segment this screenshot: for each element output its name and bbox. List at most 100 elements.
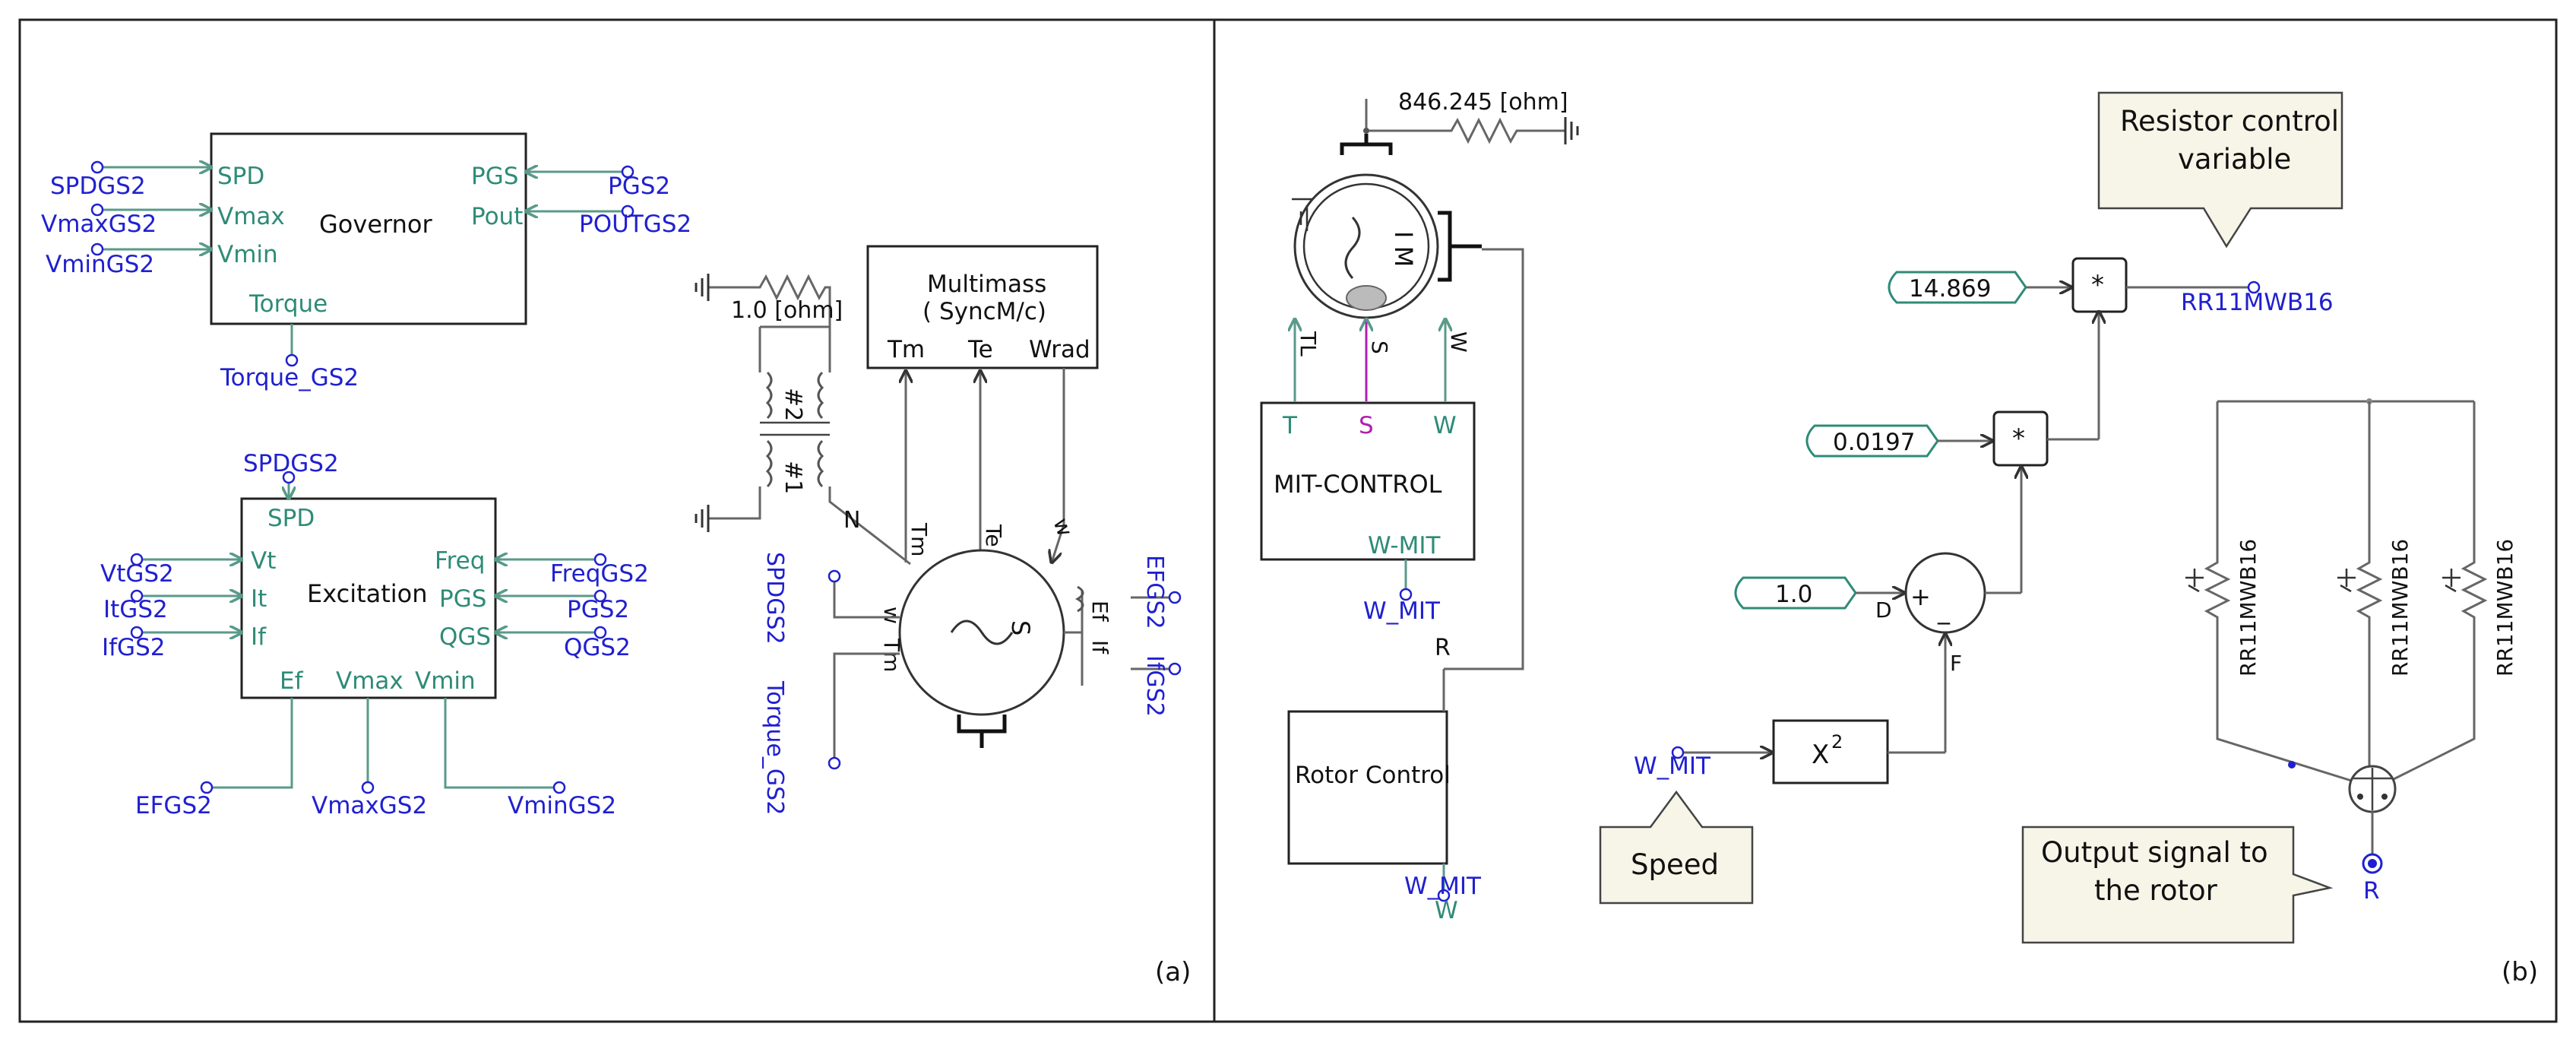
motor-port-tl: TL <box>1296 331 1321 357</box>
callout-resistor-control-line2: variable <box>2178 143 2291 176</box>
machine-port-w: w <box>879 607 904 624</box>
callout-resistor-control-line1: Resistor control <box>2120 105 2339 138</box>
multiplier-1-symbol: * <box>2091 270 2104 300</box>
governor-title: Governor <box>319 210 432 239</box>
governor-port-pout: Pout <box>471 203 523 230</box>
multimass-port-wrad: Wrad <box>1029 336 1090 363</box>
signal-spdgs2: SPDGS2 <box>50 173 146 200</box>
signal-qgs2: QGS2 <box>564 634 631 661</box>
induction-motor[interactable]: I M <box>1292 134 1482 319</box>
rotor-control-block[interactable]: Rotor Control <box>1287 710 1451 865</box>
rotor-control-title: Rotor Control <box>1295 762 1451 789</box>
neutral-label: N <box>843 507 860 534</box>
summing-junction[interactable]: + _ <box>1904 552 1986 634</box>
constant-00197[interactable]: 0.0197 <box>1805 424 1939 458</box>
constant-14869[interactable]: 14.869 <box>1888 271 2027 304</box>
motor-port-s: S <box>1367 341 1392 354</box>
signal-poutgs2: POUTGS2 <box>579 211 691 238</box>
excitation-port-it: It <box>251 585 267 613</box>
mit-port-t: T <box>1282 412 1298 439</box>
excitation-port-qgs: QGS <box>439 623 491 651</box>
signal-vtgs2: VtGS2 <box>100 560 174 588</box>
transformer[interactable]: #2 #1 N <box>695 325 911 566</box>
mit-control-block[interactable]: T S W MIT-CONTROL W-MIT <box>1260 401 1476 561</box>
panel-a: Governor SPD Vmax Vmin PGS Pout Torque S… <box>41 132 1191 987</box>
signal-efgs2-machine: EFGS2 <box>1141 555 1168 629</box>
callout-resistor-control: Resistor control variable <box>2097 91 2343 249</box>
rotor-connector[interactable] <box>2348 765 2397 813</box>
transformer-label-2: #2 <box>780 388 806 421</box>
signal-pgs2: PGS2 <box>608 173 670 200</box>
excitation-port-vmin: Vmin <box>415 667 476 695</box>
machine-symbol: S <box>1006 620 1035 635</box>
signal-freqgs2: FreqGS2 <box>550 560 649 588</box>
excitation-block[interactable]: Excitation SPD Vt It If Freq PGS QGS Ef … <box>240 497 497 699</box>
variable-resistor-2[interactable]: RR11MWB16 <box>2337 401 2413 768</box>
panel-b-label: (b) <box>2502 957 2538 987</box>
variable-resistor-3[interactable]: RR11MWB16 <box>2385 401 2517 784</box>
machine-label-tm: Tm <box>907 522 932 556</box>
signal-w-mit-1: W_MIT <box>1363 597 1441 625</box>
multimass-subtitle: ( SyncM/c) <box>922 298 1046 325</box>
ground-resistor[interactable]: 1.0 [ohm] <box>695 274 843 327</box>
mit-control-title: MIT-CONTROL <box>1274 470 1442 499</box>
field-label-if: If <box>1087 640 1112 654</box>
governor-port-vmax: Vmax <box>217 203 285 230</box>
summer-port-f: F <box>1950 651 1962 676</box>
motor-port-w: W <box>1446 331 1471 353</box>
signal-ifgs2: IfGS2 <box>102 634 165 661</box>
excitation-port-vmax: Vmax <box>336 667 403 695</box>
multiplier-2[interactable]: * <box>1992 410 2049 467</box>
callout-output: Output signal to the rotor <box>2021 826 2334 944</box>
multimass-title: Multimass <box>927 271 1046 298</box>
mit-port-wmit: W-MIT <box>1368 532 1441 559</box>
multimass-block[interactable]: Multimass ( SyncM/c) Tm Te Wrad <box>866 245 1099 369</box>
signal-efgs2: EFGS2 <box>135 792 212 819</box>
summer-port-d: D <box>1875 597 1892 623</box>
signal-vmaxgs2: VmaxGS2 <box>41 211 157 238</box>
resistor-1ohm-label: 1.0 [ohm] <box>731 297 843 324</box>
signal-w-mit-speed: W_MIT <box>1634 753 1711 780</box>
signal-torque-gs2-machine: Torque_GS2 <box>761 680 788 815</box>
variable-resistor-1[interactable]: RR11MWB16 <box>2185 401 2359 784</box>
constant-1-value: 1.0 <box>1775 581 1812 608</box>
outer-frame <box>18 18 2558 1023</box>
resistor-3-label: RR11MWB16 <box>2492 539 2517 677</box>
square-block[interactable]: X 2 <box>1772 719 1889 784</box>
constant-1[interactable]: 1.0 <box>1734 576 1857 610</box>
transformer-label-1: #1 <box>780 461 806 494</box>
signal-rr11mwb16-out: RR11MWB16 <box>2181 289 2334 316</box>
signal-spdgs2-exc: SPDGS2 <box>243 450 339 477</box>
multiplier-1[interactable]: * <box>2071 257 2128 313</box>
governor-port-torque: Torque <box>248 290 328 318</box>
governor-port-spd: SPD <box>217 163 264 190</box>
signal-torque-gs2: Torque_GS2 <box>220 364 359 391</box>
signal-pgs2-exc: PGS2 <box>567 596 629 623</box>
panel-b: 846.245 [ohm] I M R TL S W T S W MIT-CON… <box>1260 89 2538 987</box>
governor-block[interactable]: Governor SPD Vmax Vmin PGS Pout Torque <box>210 132 527 325</box>
callout-speed-text: Speed <box>1631 848 1719 881</box>
excitation-port-spd: SPD <box>267 505 315 532</box>
rotor-output-label: R <box>2363 877 2380 905</box>
excitation-port-pgs: PGS <box>439 585 486 613</box>
signal-vmings2-exc: VminGS2 <box>508 792 616 819</box>
panel-a-label: (a) <box>1155 957 1191 987</box>
machine-label-w: w <box>1048 515 1078 540</box>
signal-itgs2: ItGS2 <box>103 596 168 623</box>
callout-speed: Speed <box>1599 790 1754 905</box>
signal-w-mit-2: W_MIT <box>1404 873 1482 900</box>
mit-port-w: W <box>1433 412 1457 439</box>
signal-vmings2: VminGS2 <box>46 251 154 278</box>
synchronous-machine[interactable]: S Tm Te w w Tm <box>879 515 1078 748</box>
signal-spdgs2-machine: SPDGS2 <box>761 552 788 645</box>
excitation-port-vt: Vt <box>251 547 276 575</box>
resistor-846-label: 846.245 [ohm] <box>1398 89 1568 116</box>
callout-output-line1: Output signal to <box>2041 836 2268 869</box>
field-label-ef: Ef <box>1087 601 1112 623</box>
ground-resistor-846[interactable]: 846.245 [ohm] <box>1363 89 1579 144</box>
excitation-port-if: If <box>251 623 267 651</box>
machine-label-te: Te <box>981 524 1006 547</box>
summer-plus: + <box>1910 582 1931 611</box>
resistor-2-label: RR11MWB16 <box>2388 539 2413 677</box>
